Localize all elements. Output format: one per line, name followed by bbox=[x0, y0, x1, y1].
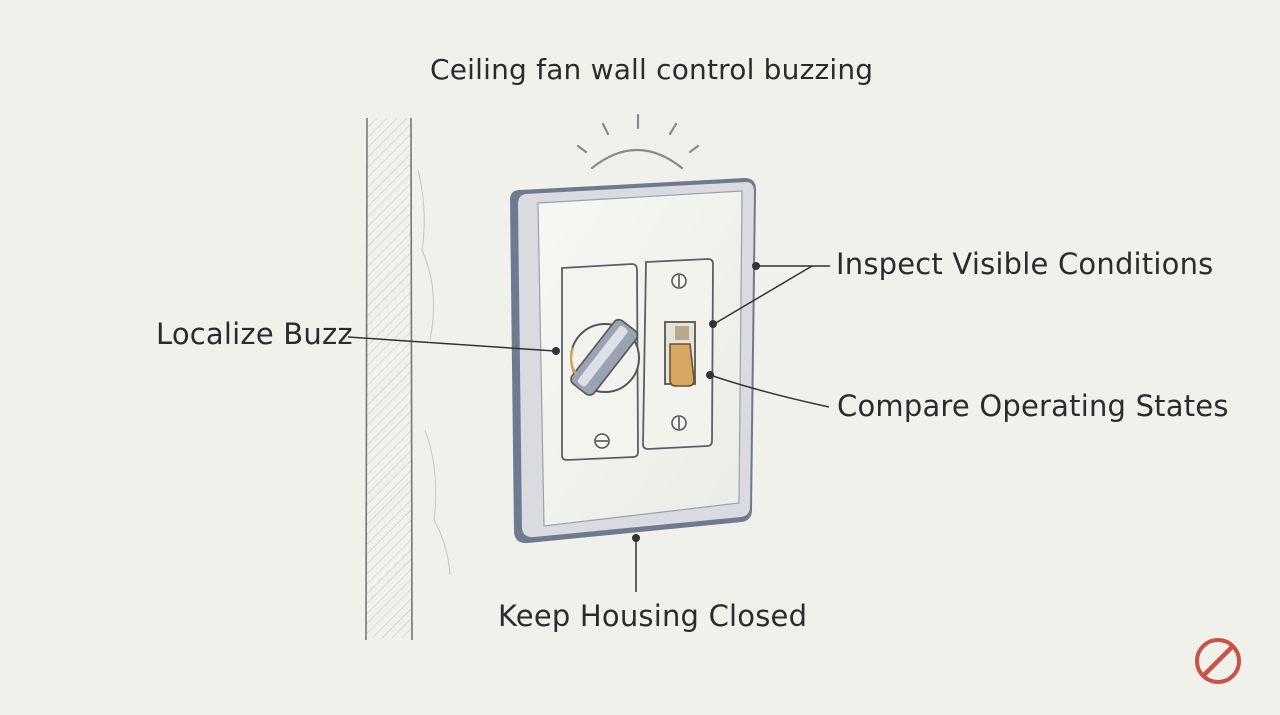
leader-compare bbox=[709, 374, 830, 408]
callout-compare-operating-states: Compare Operating States bbox=[837, 389, 1229, 423]
prohibited-icon bbox=[1195, 638, 1241, 684]
callout-inspect-visible-conditions: Inspect Visible Conditions bbox=[836, 247, 1214, 281]
diagram-title: Ceiling fan wall control buzzing bbox=[430, 53, 874, 86]
sound-burst-icon bbox=[576, 113, 700, 170]
fan-speed-dimmer bbox=[561, 263, 640, 461]
callout-localize-buzz: Localize Buzz bbox=[156, 317, 353, 351]
leader-lines bbox=[347, 262, 830, 592]
wall-frame bbox=[365, 117, 451, 641]
callout-keep-housing-closed: Keep Housing Closed bbox=[498, 599, 808, 633]
leader-inspect-b bbox=[713, 265, 813, 325]
toggle-switch bbox=[642, 258, 714, 450]
leader-localize bbox=[347, 336, 556, 352]
